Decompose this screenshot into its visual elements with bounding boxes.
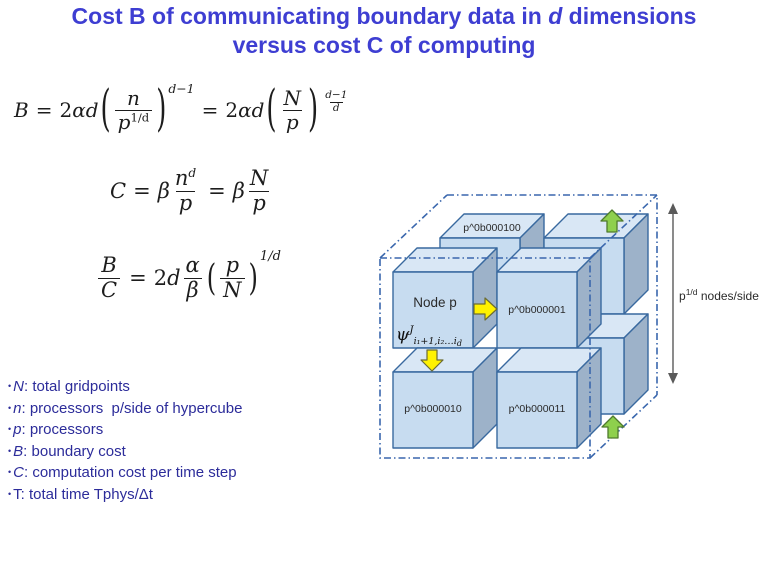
numerator: B: [101, 252, 117, 277]
nodes-per-side-label: p1/d nodes/side: [679, 287, 759, 303]
coefficient: αd: [238, 98, 265, 122]
denominator: p: [175, 190, 196, 216]
coefficient: 2: [225, 98, 239, 122]
denominator: p: [249, 190, 269, 216]
boundary-diagonal-top-left: [379, 194, 448, 259]
equals-sign: =: [133, 179, 151, 203]
numerator: nd: [174, 165, 197, 190]
bullet-marker: •: [8, 381, 12, 391]
title-var-d: d: [548, 3, 563, 29]
title-line-1: Cost B of communicating boundary data in…: [0, 2, 768, 31]
bullet-marker: •: [8, 467, 12, 478]
cube-array: [392, 213, 649, 449]
legend-item-B: •B: boundary cost: [8, 442, 126, 460]
title-text: dimensions: [562, 3, 697, 29]
fraction-B-C: B C: [98, 252, 121, 303]
title-line-2: versus cost C of computing: [232, 32, 536, 58]
exponent: d: [188, 165, 197, 180]
numerator: d−1: [325, 89, 348, 101]
numerator: n: [126, 86, 140, 111]
denominator: C: [98, 277, 121, 303]
cube-label-bottom-left: p^0b000010: [404, 403, 462, 415]
cube-node-p: [392, 247, 498, 349]
var-beta: β: [157, 179, 170, 203]
arrowhead-up: [668, 203, 678, 214]
legend-item-T: •T: total time Tphys/Δt: [8, 485, 153, 503]
denominator: d: [329, 101, 343, 115]
boundary-diagonal-top-right: [589, 194, 658, 259]
green-up-arrow-top-icon: [600, 209, 624, 233]
var-C: C: [110, 179, 127, 203]
side-dimension-arrow: [668, 203, 678, 384]
left-paren: (: [266, 81, 277, 139]
var-beta: β: [232, 179, 245, 203]
bullet-marker: •: [8, 402, 12, 413]
green-up-arrow-bottom-icon: [601, 415, 625, 439]
fraction-p-N: p N: [220, 252, 245, 303]
bullet-marker: •: [8, 424, 12, 435]
var-d: d: [167, 266, 181, 290]
legend-item-n: •n: processors p/side of hypercube: [8, 399, 243, 417]
exponent: d−1: [168, 81, 195, 96]
cube-front-face: [496, 371, 578, 449]
fraction-N-p: N p: [247, 165, 271, 216]
cube-front-face: [392, 271, 474, 349]
bullet-marker: •: [8, 488, 12, 499]
fraction-N-p: N p: [281, 87, 305, 133]
coefficient: 2: [59, 98, 73, 122]
equals-sign: =: [208, 179, 226, 203]
legend-item-N: •N: total gridpoints: [8, 378, 130, 395]
exponent: 1/d: [259, 249, 281, 264]
denominator: p: [282, 109, 302, 133]
right-paren: ): [308, 81, 319, 139]
fraction-alpha-beta: α β: [183, 252, 203, 303]
cube-front-bottom-left: [392, 347, 498, 449]
bullet-marker: •: [8, 445, 12, 456]
cube-front-face: [496, 271, 578, 349]
yellow-right-arrow-icon: [473, 297, 498, 321]
hypercube-diagram: p^0b000100 Node p ψJi₁+1,i₂…id p^0b00000…: [379, 194, 759, 459]
numerator: N: [249, 165, 269, 190]
right-paren: ): [156, 81, 167, 139]
numerator: N: [283, 86, 302, 111]
coefficient: αd: [72, 98, 99, 122]
denominator: β: [183, 277, 202, 303]
legend-item-C: •C: computation cost per time step: [8, 464, 237, 482]
yellow-down-arrow-icon: [420, 349, 444, 372]
cube-front-face: [392, 371, 474, 449]
arrowhead-down: [668, 373, 678, 384]
equals-sign: =: [201, 98, 219, 122]
cube-label-bottom-right: p^0b000011: [509, 403, 566, 415]
left-paren: (: [206, 256, 217, 299]
cube-front-bottom-right: [496, 347, 602, 449]
numerator: α: [185, 252, 200, 277]
cube-label-right: p^0b000001: [508, 304, 566, 316]
title-text: Cost B of communicating boundary data in: [71, 3, 549, 29]
legend-list: •N: total gridpoints •n: processors p/si…: [8, 377, 242, 507]
var-B: B: [14, 98, 29, 122]
exponent: 1/d: [130, 109, 150, 124]
legend-item-p: •p: processors: [8, 421, 104, 439]
formula-compute-cost: C = β nd p = β N p: [110, 164, 273, 218]
exponent-fraction: d−1 d: [320, 79, 352, 114]
cube-label-back-top: p^0b000100: [463, 222, 521, 234]
psi-wavefunction-label: ψJi₁+1,i₂…id: [396, 324, 462, 348]
cube-front-top-right: [496, 247, 602, 349]
equals-sign: =: [129, 266, 147, 290]
coefficient: 2: [153, 266, 168, 290]
denominator: p1/d: [114, 109, 153, 133]
right-paren: ): [248, 256, 258, 299]
slide-title: Cost B of communicating boundary data in…: [0, 2, 768, 60]
cube-label-node-p: Node p: [413, 295, 457, 310]
left-paren: (: [100, 81, 111, 139]
numerator: p: [225, 252, 240, 277]
denominator: N: [220, 277, 245, 303]
fraction-nd-p: nd p: [172, 165, 199, 216]
fraction-n-p: n p1/d: [114, 86, 153, 133]
equals-sign: =: [35, 98, 53, 122]
